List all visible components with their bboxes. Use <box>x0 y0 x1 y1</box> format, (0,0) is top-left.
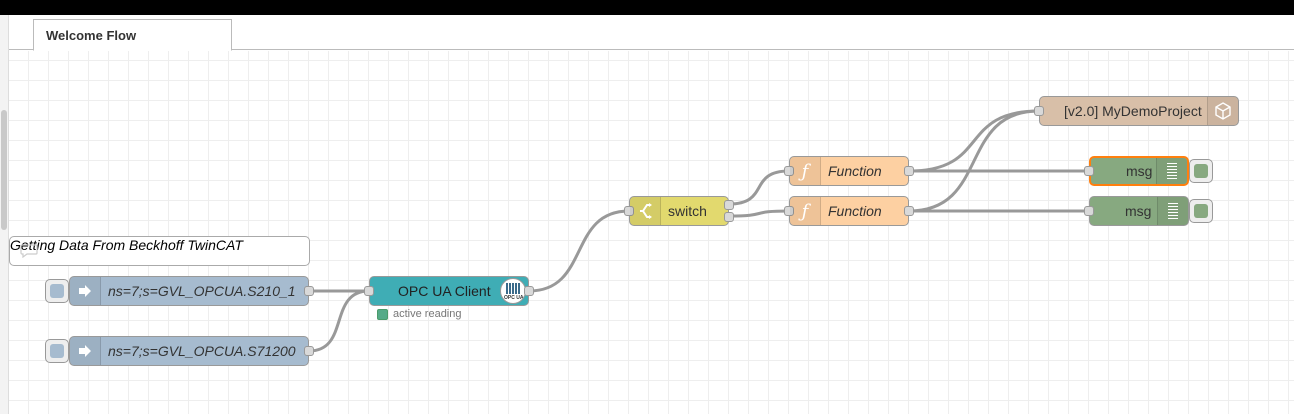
output-port[interactable] <box>524 286 534 296</box>
switch-node[interactable]: switch <box>624 196 734 226</box>
debug-2-toggle-button[interactable] <box>1189 199 1213 223</box>
input-port[interactable] <box>624 206 634 216</box>
switch-label: switch <box>668 203 707 219</box>
function-node-1[interactable]: ƒ Function <box>784 156 914 186</box>
project-node[interactable]: [v2.0] MyDemoProject <box>1034 96 1239 126</box>
debug-node-2[interactable]: msg <box>1084 196 1189 226</box>
function-1-label: Function <box>828 163 882 179</box>
opcua-client-node[interactable]: OPC UA Client OPC UA <box>364 276 534 306</box>
function-icon: ƒ <box>790 157 821 185</box>
switch-icon <box>630 197 661 225</box>
debug-1-toggle-button[interactable] <box>1189 159 1213 183</box>
inject-1-label: ns=7;s=GVL_OPCUA.S210_1 <box>108 283 296 299</box>
vertical-scrollbar[interactable] <box>1 110 7 230</box>
debug-node-1[interactable]: msg <box>1084 156 1189 186</box>
cube-icon <box>1207 97 1238 125</box>
inject-2-trigger-button[interactable] <box>45 339 69 363</box>
inject-2-label: ns=7;s=GVL_OPCUA.S71200 <box>108 343 296 359</box>
arrow-right-icon <box>70 337 101 365</box>
top-bar <box>0 0 1294 15</box>
input-port[interactable] <box>784 206 794 216</box>
output-port-2[interactable] <box>724 212 734 222</box>
debug-1-label: msg <box>1126 163 1153 179</box>
input-port[interactable] <box>364 286 374 296</box>
opcua-logo-icon: OPC UA <box>500 278 526 304</box>
inject-node-1[interactable]: ns=7;s=GVL_OPCUA.S210_1 <box>69 276 314 306</box>
debug-2-label: msg <box>1125 203 1152 219</box>
function-node-2[interactable]: ƒ Function <box>784 196 914 226</box>
tab-welcome-flow[interactable]: Welcome Flow <box>33 19 232 51</box>
output-port[interactable] <box>304 346 314 356</box>
output-port[interactable] <box>304 286 314 296</box>
inject-1-trigger-button[interactable] <box>45 279 69 303</box>
input-port[interactable] <box>784 166 794 176</box>
input-port[interactable] <box>1084 206 1094 216</box>
function-icon: ƒ <box>790 197 821 225</box>
list-icon <box>1156 158 1187 184</box>
arrow-right-icon <box>70 277 101 305</box>
opcua-status: active reading <box>377 308 462 320</box>
list-icon <box>1157 197 1188 225</box>
input-port[interactable] <box>1084 166 1094 176</box>
opcua-status-text: active reading <box>393 308 462 320</box>
project-label: [v2.0] MyDemoProject <box>1064 103 1202 119</box>
input-port[interactable] <box>1034 106 1044 116</box>
opcua-logo-text: OPC UA <box>504 295 524 301</box>
output-port[interactable] <box>904 166 914 176</box>
inject-node-2[interactable]: ns=7;s=GVL_OPCUA.S71200 <box>69 336 314 366</box>
output-port-1[interactable] <box>724 200 734 210</box>
function-2-label: Function <box>828 203 882 219</box>
status-indicator <box>377 308 388 320</box>
comment-node[interactable]: Getting Data From Beckhoff TwinCAT <box>9 236 310 266</box>
comment-icon <box>20 244 38 263</box>
output-port[interactable] <box>904 206 914 216</box>
opcua-client-label: OPC UA Client <box>398 283 491 299</box>
comment-text: Getting Data From Beckhoff TwinCAT <box>10 237 243 253</box>
